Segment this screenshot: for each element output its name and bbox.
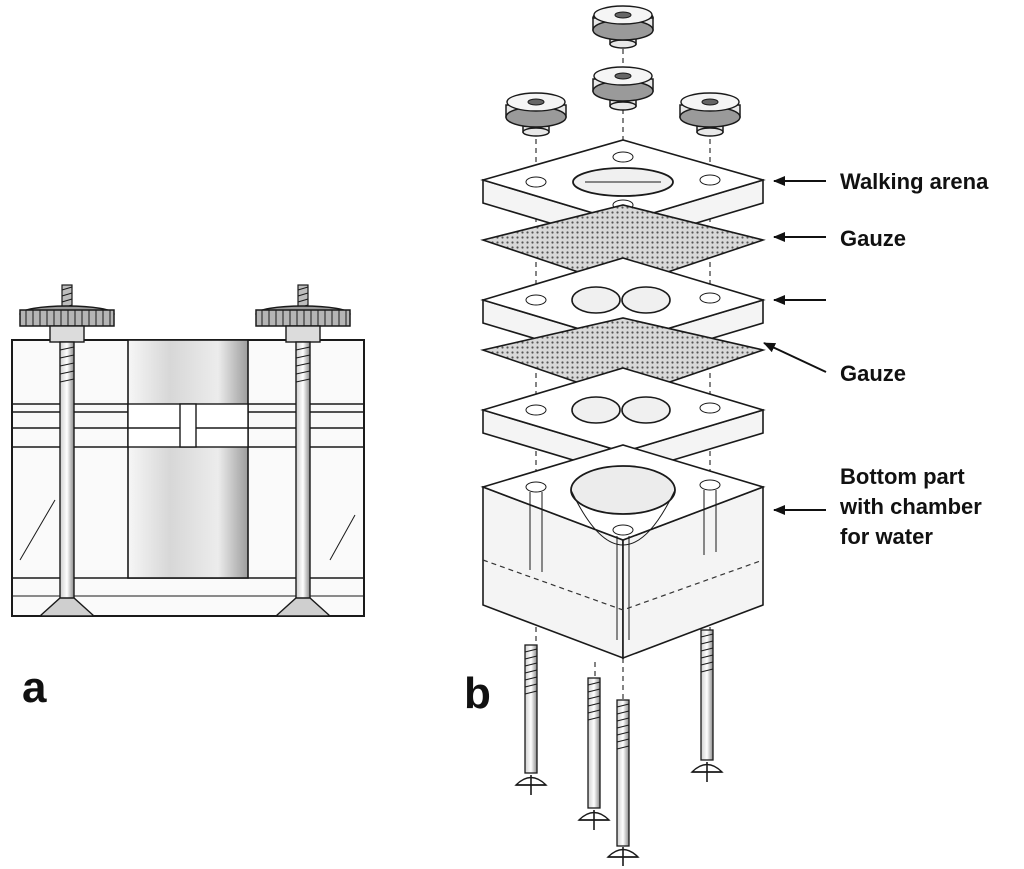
- label-bottom-line-3: for water: [840, 524, 933, 549]
- screw-3: [606, 699, 640, 866]
- screw-2: [577, 677, 611, 830]
- water-chamber: [127, 339, 249, 579]
- label-gauze-2: Gauze: [840, 361, 906, 386]
- panel-label-b: b: [464, 669, 491, 718]
- left-screw: [19, 284, 115, 617]
- knob-4: [679, 92, 741, 137]
- assembled-side-view: a: [11, 284, 365, 712]
- right-screw: [255, 284, 351, 617]
- label-bottom-line-2: with chamber: [839, 494, 982, 519]
- label-bottom-line-1: Bottom part: [840, 464, 965, 489]
- screw-4: [690, 629, 724, 782]
- exploded-view: Walking arena Gauze Gauze Bottom part wi…: [464, 5, 989, 866]
- knob-3: [505, 92, 567, 137]
- knob-1: [592, 5, 654, 49]
- bottom-screws: [514, 629, 724, 866]
- label-gauze-1: Gauze: [840, 226, 906, 251]
- top-knobs: [505, 5, 741, 137]
- arrow-gauze-2: [763, 342, 827, 373]
- knob-2: [592, 66, 654, 111]
- label-walking-arena: Walking arena: [840, 169, 989, 194]
- callout-arrows: [763, 176, 827, 515]
- panel-label-a: a: [22, 663, 47, 712]
- bottom-block: [480, 444, 766, 660]
- screw-1: [514, 644, 548, 795]
